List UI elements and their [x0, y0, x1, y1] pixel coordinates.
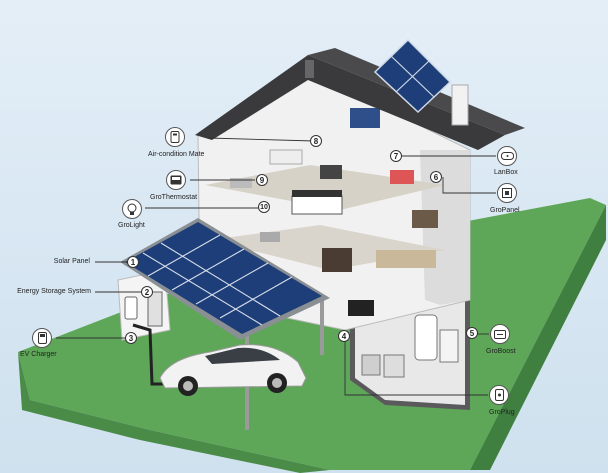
marker-7: 7	[390, 150, 402, 162]
label-air-condition-mate: Air-condition Mate	[148, 151, 205, 158]
roof	[195, 55, 505, 150]
marker-3: 3	[125, 332, 137, 344]
panel-icon	[497, 183, 517, 203]
label-lanbox: LanBox	[494, 169, 518, 176]
router-icon	[497, 146, 517, 166]
marker-10: 10	[258, 201, 270, 213]
marker-4: 4	[338, 330, 350, 342]
label-solar-panel: Solar Panel	[53, 258, 90, 265]
marker-1: 1	[127, 256, 139, 268]
plug-icon	[489, 385, 509, 405]
label-grothermostat: GroThermostat	[150, 194, 198, 201]
marker-5: 5	[466, 327, 478, 339]
label-energy-storage-system: Energy Storage System	[17, 288, 91, 295]
marker-2: 2	[141, 286, 153, 298]
marker-8: 8	[310, 135, 322, 147]
boost-icon	[490, 324, 510, 344]
label-groplug: GroPlug	[489, 409, 515, 416]
label-ev-charger: EV Charger	[20, 351, 57, 358]
ac-remote-icon	[165, 127, 185, 147]
label-gropanel: GroPanel	[490, 207, 520, 214]
thermostat-icon	[166, 170, 186, 190]
label-groboost: GroBoost	[486, 348, 516, 355]
electric-car	[159, 344, 307, 396]
charger-icon	[32, 328, 52, 348]
label-grolight: GroLight	[118, 222, 145, 229]
light-bulb-icon	[122, 199, 142, 219]
marker-6: 6	[430, 171, 442, 183]
marker-9: 9	[256, 174, 268, 186]
